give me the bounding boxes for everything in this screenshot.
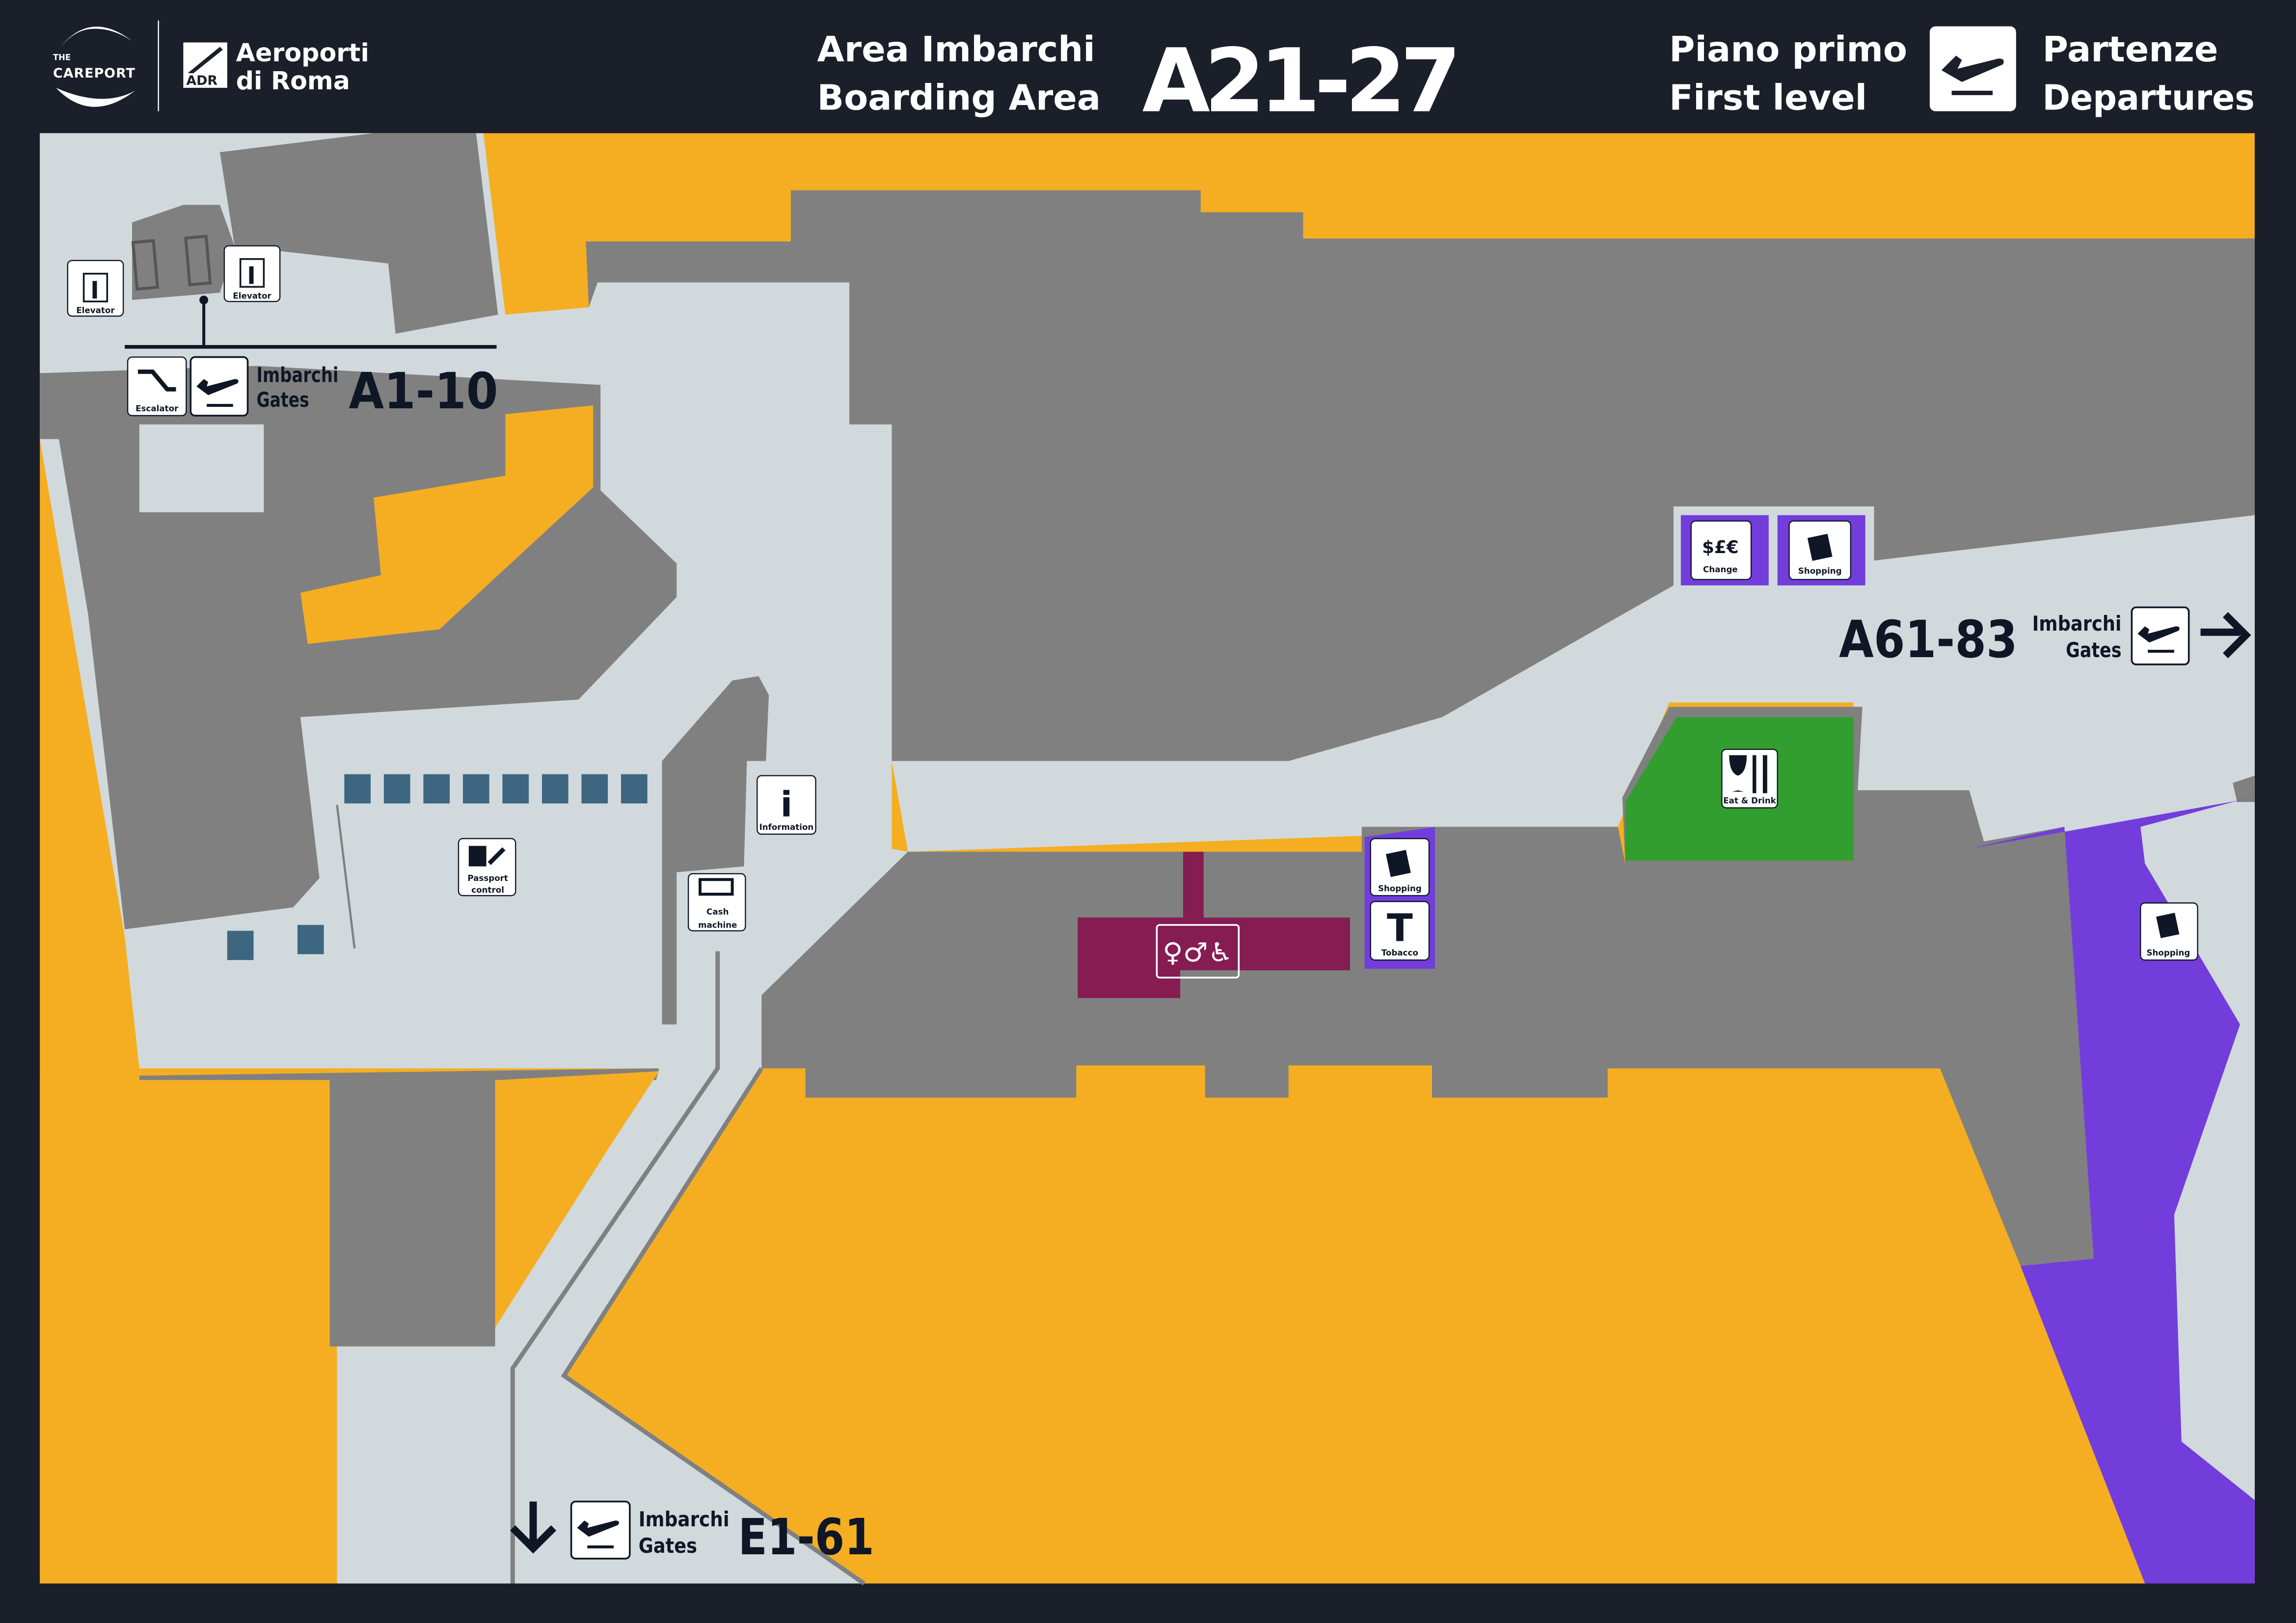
shopping-icon[interactable]: Shopping [1370,838,1430,897]
arrow-down-icon [510,1501,557,1554]
information-icon[interactable]: i Information [756,775,816,835]
poi-label: Elevator [233,291,271,300]
gates-label-en: Gates [639,1534,697,1558]
poi-label: Passport [467,874,508,883]
poi-label: machine [698,921,737,930]
departures-it: Partenze [2042,29,2218,70]
currency-exchange-icon[interactable]: $£€ Change [1690,520,1752,581]
toilets-zone [1078,851,1351,998]
shopping-icon[interactable]: Shopping [1788,520,1852,581]
gates-label-en: Gates [2066,638,2121,662]
level-en: First level [1669,78,1867,118]
corridor-edge [510,951,720,1584]
poi-label: Elevator [76,306,115,315]
gates-label-it: Imbarchi [639,1507,729,1531]
outside-area [40,1075,139,1584]
gates-code: E1-61 [738,1508,874,1566]
poi-label: Escalator [135,404,179,413]
poi-label: Shopping [1798,566,1842,576]
area-code: A21-27 [1142,30,1461,133]
poi-label: Change [1703,565,1738,574]
gates-a61-83-sign: A61-83 Imbarchi Gates [1839,606,2251,669]
careport-the: THE [53,53,71,62]
poi-label: Eat & Drink [1723,796,1776,805]
outside-area [498,1071,659,1317]
poi-label: Information [759,823,814,832]
gates-label-en: Gates [256,388,309,412]
elevator-icon[interactable]: Elevator [223,245,281,302]
corridor-edge [561,1067,865,1586]
gates-code: A1-10 [349,362,498,420]
floor-map: Elevator Elevator Escalator Imbarchi Gat… [40,133,2255,1586]
poi-label: Tobacco [1381,948,1418,958]
escalator-landing [139,424,264,512]
toilets-glyph: ♀♂♿ [1162,937,1233,968]
tobacco-icon[interactable]: T Tobacco [1370,901,1430,961]
tobacco-glyph: T [1387,906,1413,950]
careport-logo: THE CAREPORT [53,20,159,111]
gates-e1-61-sign: Imbarchi Gates E1-61 [510,1500,874,1566]
poi-label: Shopping [2147,948,2190,958]
cash-machine-icon[interactable]: Cash machine [687,873,746,931]
careport-name: CAREPORT [53,66,135,81]
adr-logo: ADR Aeroporti di Roma [183,38,369,95]
gates-label-it: Imbarchi [2032,612,2122,636]
seating-area [227,774,648,960]
poi-label: Shopping [1378,884,1422,893]
area-title-en: Boarding Area [817,78,1101,118]
area-title-it: Area Imbarchi [817,29,1095,70]
escalator-icon[interactable]: Escalator [127,356,187,417]
header: THE CAREPORT ADR Aeroporti di Roma Area … [53,20,2255,133]
poi-label: Cash [706,907,729,917]
departures-icon [2131,606,2190,665]
toilets-icon[interactable]: ♀♂♿ [1156,924,1240,979]
gates-label-it: Imbarchi [256,363,338,387]
adr-name-line1: Aeroporti [236,38,369,67]
departures-icon [1929,26,2016,111]
poi-label: control [471,885,504,895]
currency-glyph: $£€ [1702,537,1739,558]
outside-area [300,405,594,644]
gates-a1-10-sign: Imbarchi Gates A1-10 [189,356,498,420]
arrow-right-icon [2200,612,2251,659]
departures-en: Departures [2042,78,2254,118]
escalator-stairs [131,235,212,291]
information-glyph: i [781,784,793,825]
departures-icon [570,1500,631,1560]
gates-code: A61-83 [1839,610,2018,669]
outside-area [139,1080,337,1584]
adr-name-line2: di Roma [236,66,350,95]
elevator-icon[interactable]: Elevator [67,260,124,317]
passport-control-icon[interactable]: Passport control [458,838,516,897]
eat-drink-icon[interactable]: Eat & Drink [1721,748,1778,809]
shopping-icon[interactable]: Shopping [2140,902,2198,961]
adr-mark: ADR [186,73,217,88]
level-it: Piano primo [1669,29,1907,70]
